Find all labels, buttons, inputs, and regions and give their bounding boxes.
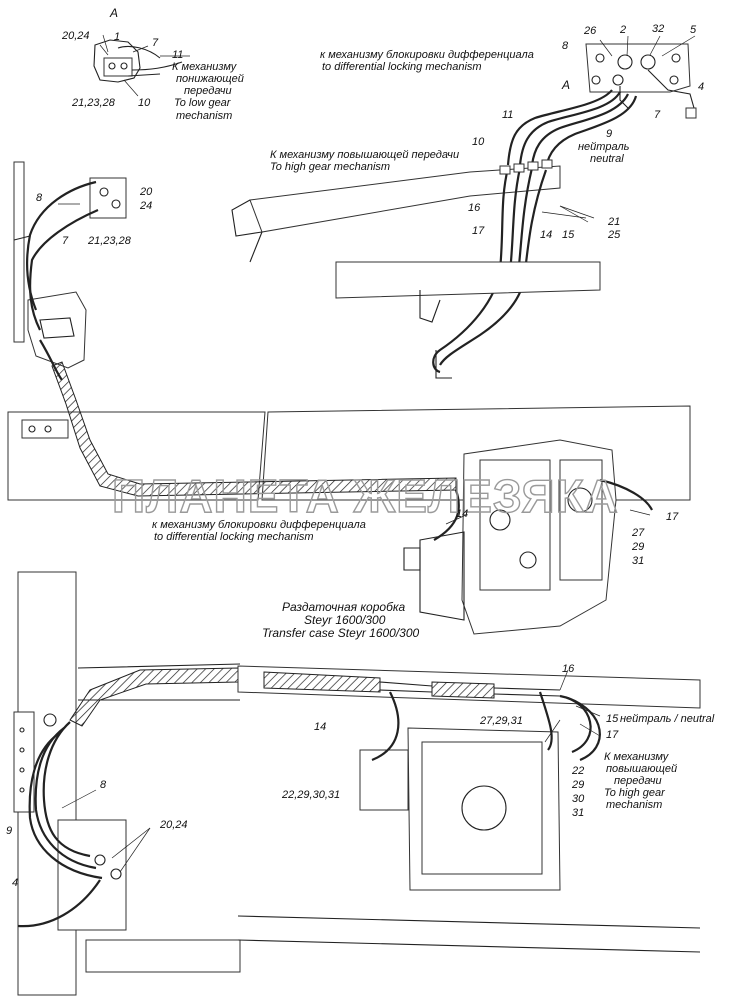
callout: 7 bbox=[152, 37, 159, 49]
caption-diff-lock-mid: к механизму блокировки дифференциала bbox=[152, 519, 366, 531]
caption-high-gear-bottom: To high gear bbox=[604, 787, 666, 799]
callout: 14 bbox=[314, 721, 326, 733]
bottom-right-view bbox=[237, 665, 701, 953]
callout: 9 bbox=[6, 825, 12, 837]
callout: 11 bbox=[502, 109, 513, 121]
callout: 29 bbox=[631, 541, 644, 553]
leader-lines bbox=[58, 34, 696, 873]
callout: 25 bbox=[607, 229, 621, 241]
caption-transfer-case: Transfer case Steyr 1600/300 bbox=[262, 626, 420, 640]
callout: 8 bbox=[36, 192, 43, 204]
callout: 22 bbox=[571, 765, 584, 777]
callout: 16 bbox=[562, 663, 575, 675]
callout: 16 bbox=[468, 202, 481, 214]
callout: 24 bbox=[139, 200, 152, 212]
caption-high-gear-top: К механизму повышающей передачи bbox=[270, 149, 459, 161]
callout: 7 bbox=[654, 109, 661, 121]
callout: 8 bbox=[100, 779, 107, 791]
caption-diff-lock-mid: to differential locking mechanism bbox=[154, 531, 314, 543]
view-letter-a: A bbox=[109, 6, 118, 20]
callout: 21 bbox=[607, 216, 620, 228]
callout: 30 bbox=[572, 793, 585, 805]
callout: 17 bbox=[606, 729, 619, 741]
left-upper-view bbox=[13, 161, 127, 381]
view-letter-a-arrow: A bbox=[561, 78, 570, 92]
caption-diff-lock-top: к механизму блокировки дифференциала bbox=[320, 49, 534, 61]
callout: 11 bbox=[172, 49, 183, 61]
callout: 20,24 bbox=[159, 819, 188, 831]
caption-neutral-both: нейтраль / neutral bbox=[620, 713, 715, 725]
callout: 8 bbox=[562, 40, 569, 52]
caption-high-gear-bottom: передачи bbox=[614, 775, 662, 787]
watermark: ПЛАНЕТА ЖЕЛЕЗЯКА bbox=[112, 470, 619, 522]
caption-neutral: нейтраль bbox=[578, 141, 630, 153]
caption-transfer-case: Раздаточная коробка bbox=[282, 600, 405, 614]
top-right-view bbox=[231, 43, 697, 379]
caption-high-gear-bottom: К механизму bbox=[604, 751, 670, 763]
view-a-detail bbox=[93, 39, 183, 83]
caption-low-gear: понижающей bbox=[176, 73, 244, 85]
caption-high-gear-bottom: повышающей bbox=[606, 763, 677, 775]
callout: 20,24 bbox=[61, 30, 90, 42]
callout: 27,29,31 bbox=[479, 715, 523, 727]
callout: 15 bbox=[562, 229, 575, 241]
caption-low-gear: передачи bbox=[184, 85, 232, 97]
callout: 4 bbox=[698, 81, 704, 93]
callout: 17 bbox=[666, 511, 679, 523]
labels: A 20,24 1 7 11 К механизму понижающей пе… bbox=[6, 6, 715, 889]
callout: 21,23,28 bbox=[87, 235, 132, 247]
callout: 10 bbox=[472, 136, 485, 148]
caption-high-gear-bottom: mechanism bbox=[606, 799, 662, 811]
callout: 1 bbox=[114, 31, 120, 43]
callout: 15 bbox=[606, 713, 619, 725]
caption-low-gear: To low gear bbox=[174, 97, 232, 109]
callout: 7 bbox=[62, 235, 69, 247]
callout: 31 bbox=[572, 807, 584, 819]
callout: 5 bbox=[690, 24, 697, 36]
callout: 10 bbox=[138, 97, 151, 109]
callout: 27 bbox=[631, 527, 645, 539]
callout: 14 bbox=[540, 229, 552, 241]
callout: 2 bbox=[619, 24, 626, 36]
caption-low-gear: mechanism bbox=[176, 110, 232, 122]
callout: 4 bbox=[12, 877, 18, 889]
callout: 21,23,28 bbox=[71, 97, 116, 109]
middle-view bbox=[7, 361, 691, 635]
callout: 29 bbox=[571, 779, 584, 791]
callout: 31 bbox=[632, 555, 644, 567]
callout: 20 bbox=[139, 186, 153, 198]
callout: 22,29,30,31 bbox=[281, 789, 340, 801]
callout: 26 bbox=[583, 25, 597, 37]
caption-low-gear: К механизму bbox=[172, 61, 238, 73]
callout: 32 bbox=[652, 23, 664, 35]
callout: 14 bbox=[456, 508, 468, 520]
callout: 17 bbox=[472, 225, 485, 237]
bottom-left-view bbox=[13, 571, 241, 996]
callout: 9 bbox=[606, 128, 612, 140]
caption-transfer-case: Steyr 1600/300 bbox=[304, 613, 386, 627]
caption-diff-lock-top: to differential locking mechanism bbox=[322, 61, 482, 73]
caption-neutral: neutral bbox=[590, 153, 624, 165]
caption-high-gear-top: To high gear mechanism bbox=[270, 161, 390, 173]
